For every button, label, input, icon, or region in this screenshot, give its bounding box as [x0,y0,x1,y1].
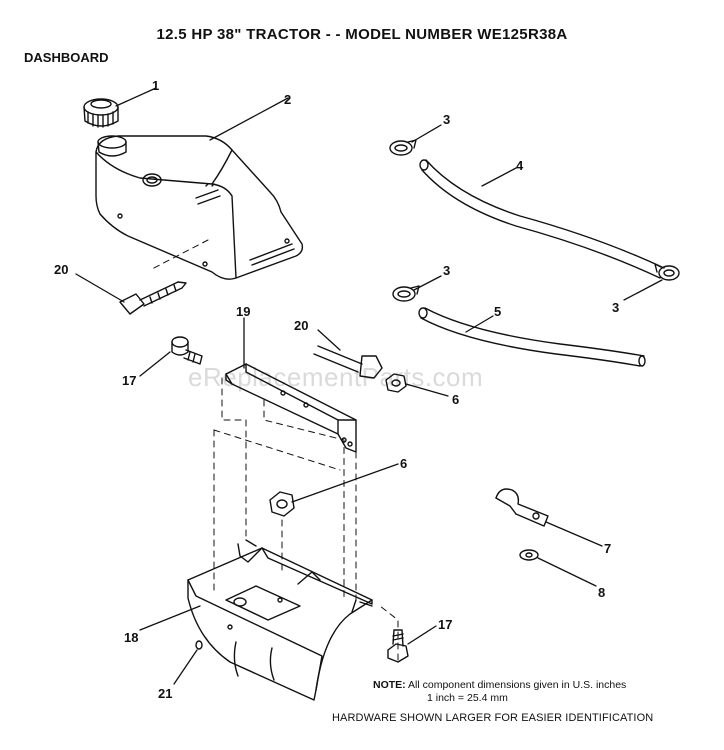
hex-nut [269,491,295,517]
fuel-cap [83,98,119,128]
fuel-line-clip [495,488,549,527]
callout-3: 3 [443,263,450,278]
callout-7: 7 [604,541,611,556]
assembly-guides [149,239,399,661]
callout-6: 6 [452,392,459,407]
callout-5: 5 [494,304,501,319]
callout-1: 1 [152,78,159,93]
callout-20: 20 [294,318,308,333]
hex-nut [385,373,407,393]
callout-21: 21 [158,686,172,701]
callout-18: 18 [124,630,138,645]
section-title: DASHBOARD [24,50,109,65]
callout-17: 17 [122,373,136,388]
screw [313,345,383,379]
dash-bracket [225,363,357,453]
callout-6: 6 [400,456,407,471]
callout-17: 17 [438,617,452,632]
callout-4: 4 [516,158,524,173]
callout-8: 8 [598,585,605,600]
callout-3: 3 [612,300,619,315]
note-label: NOTE: [373,679,406,691]
dash-panel [187,539,373,701]
dimension-note: NOTE: All component dimensions given in … [373,679,626,705]
note-conversion: 1 inch = 25.4 mm [427,692,508,704]
washer [519,549,539,561]
fuel-line-lower [418,307,646,367]
fuel-line-upper [419,159,665,279]
callout-20: 20 [54,262,68,277]
fuel-tank [95,135,304,280]
leader-lines [75,87,663,685]
bolt [171,336,203,365]
hose-clamp [392,285,420,302]
hardware-note: HARDWARE SHOWN LARGER FOR EASIER IDENTIF… [332,712,654,724]
callout-3: 3 [443,112,450,127]
screw [119,281,187,315]
rivet [195,640,203,650]
diagram-title: 12.5 HP 38" TRACTOR - - MODEL NUMBER WE1… [156,26,568,43]
callout-numbers: 1 2 3 4 3 3 5 20 19 20 17 6 6 7 8 17 18 … [54,78,619,701]
callout-2: 2 [284,92,291,107]
note-text: All component dimensions given in U.S. i… [408,679,627,691]
callout-19: 19 [236,304,250,319]
